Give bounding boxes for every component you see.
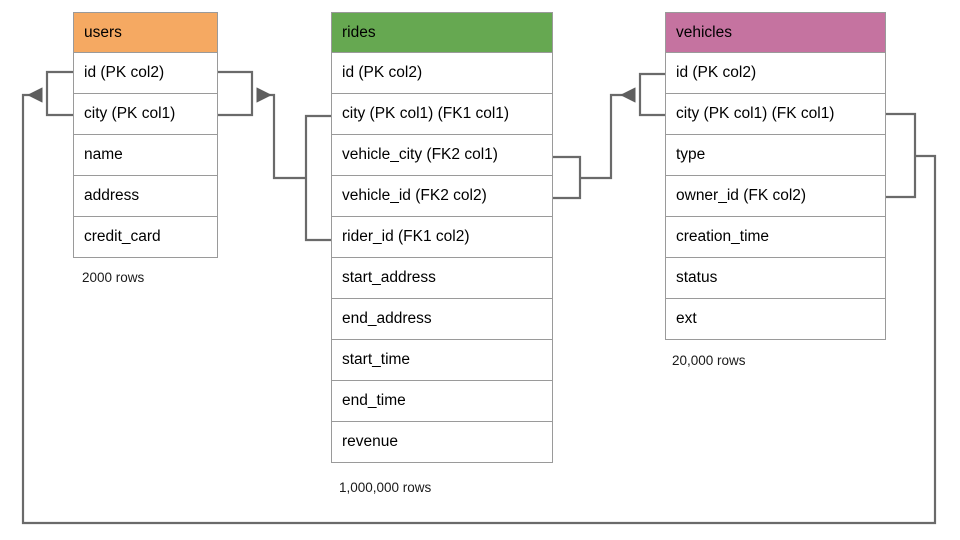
connector-rides-fk2-to-vehicles	[580, 87, 636, 180]
table-vehicles-field-city[interactable]: city (PK col1) (FK col1)	[665, 94, 886, 135]
table-rides-field-vehicle-city[interactable]: vehicle_city (FK2 col1)	[331, 135, 553, 176]
connector-vehicles-left-bracket	[638, 72, 665, 117]
connector-users-right-bracket	[218, 70, 254, 117]
table-rides-field-revenue[interactable]: revenue	[331, 422, 553, 463]
table-vehicles-field-ext[interactable]: ext	[665, 299, 886, 340]
connector-rides-fk1-bracket	[304, 114, 331, 242]
table-vehicles-field-owner-id[interactable]: owner_id (FK col2)	[665, 176, 886, 217]
connector-users-left-bracket	[45, 70, 73, 117]
table-rides-field-start-address[interactable]: start_address	[331, 258, 553, 299]
table-rides-field-start-time[interactable]: start_time	[331, 340, 553, 381]
table-rides[interactable]: rides id (PK col2) city (PK col1) (FK1 c…	[331, 12, 553, 463]
table-vehicles-field-id[interactable]: id (PK col2)	[665, 53, 886, 94]
table-vehicles-header: vehicles	[665, 12, 886, 53]
table-users[interactable]: users id (PK col2) city (PK col1) name a…	[73, 12, 218, 258]
table-users-header: users	[73, 12, 218, 53]
connector-rides-fk1-to-users	[256, 87, 306, 180]
table-rides-header: rides	[331, 12, 553, 53]
table-users-row-count: 2000 rows	[82, 270, 145, 285]
table-rides-field-rider-id[interactable]: rider_id (FK1 col2)	[331, 217, 553, 258]
table-vehicles[interactable]: vehicles id (PK col2) city (PK col1) (FK…	[665, 12, 886, 340]
table-vehicles-row-count: 20,000 rows	[672, 353, 746, 368]
table-rides-field-city[interactable]: city (PK col1) (FK1 col1)	[331, 94, 553, 135]
table-users-field-credit-card[interactable]: credit_card	[73, 217, 218, 258]
table-users-field-id[interactable]: id (PK col2)	[73, 53, 218, 94]
table-rides-field-id[interactable]: id (PK col2)	[331, 53, 553, 94]
table-vehicles-field-creation-time[interactable]: creation_time	[665, 217, 886, 258]
table-users-field-name[interactable]: name	[73, 135, 218, 176]
table-rides-field-end-address[interactable]: end_address	[331, 299, 553, 340]
table-users-field-city[interactable]: city (PK col1)	[73, 94, 218, 135]
table-users-field-address[interactable]: address	[73, 176, 218, 217]
table-vehicles-field-status[interactable]: status	[665, 258, 886, 299]
table-rides-field-vehicle-id[interactable]: vehicle_id (FK2 col2)	[331, 176, 553, 217]
table-rides-row-count: 1,000,000 rows	[339, 480, 432, 495]
table-vehicles-field-type[interactable]: type	[665, 135, 886, 176]
connector-rides-fk2-bracket	[553, 155, 582, 200]
connector-vehicles-right-bracket	[886, 112, 917, 199]
table-rides-field-end-time[interactable]: end_time	[331, 381, 553, 422]
